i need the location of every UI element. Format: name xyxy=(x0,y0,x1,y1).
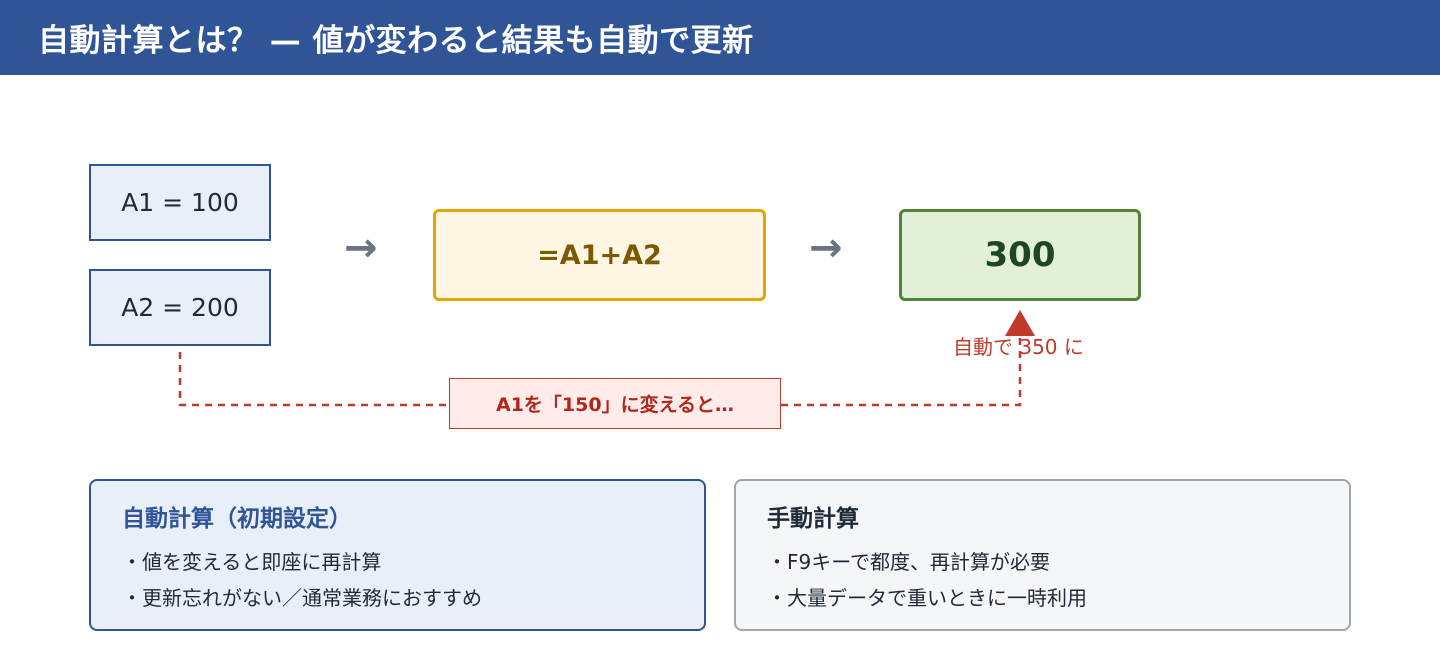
header-bar: 自動計算とは？ — 値が変わると結果も自動で更新 xyxy=(0,0,1440,75)
manual-calc-item: ・F9キーで都度、再計算が必要 xyxy=(767,550,1051,574)
right-arrow-icon: → xyxy=(344,225,378,271)
page-title: 自動計算とは？ — 値が変わると結果も自動で更新 xyxy=(38,23,754,59)
manual-calc-panel: 手動計算 ・F9キーで都度、再計算が必要 ・大量データで重いときに一時利用 xyxy=(734,479,1351,631)
right-arrow-icon: → xyxy=(809,225,843,271)
auto-update-label: 自動で 350 に xyxy=(953,335,1084,359)
manual-calc-title: 手動計算 xyxy=(767,506,859,532)
auto-calc-title: 自動計算（初期設定） xyxy=(122,506,352,532)
auto-calc-item: ・更新忘れがない／通常業務におすすめ xyxy=(122,586,482,610)
result-box: 300 xyxy=(899,209,1141,301)
cell-a2-box: A2 = 200 xyxy=(89,269,271,346)
formula-box: =A1+A2 xyxy=(433,209,766,301)
up-arrow-icon xyxy=(1005,310,1035,336)
dashed-connector-line xyxy=(781,338,1022,407)
dashed-connector-line xyxy=(178,352,449,407)
auto-calc-item: ・値を変えると即座に再計算 xyxy=(122,550,382,574)
manual-calc-item: ・大量データで重いときに一時利用 xyxy=(767,586,1087,610)
change-callout: A1を「150」に変えると… xyxy=(449,378,781,429)
cell-a1-box: A1 = 100 xyxy=(89,164,271,241)
auto-calc-panel: 自動計算（初期設定） ・値を変えると即座に再計算 ・更新忘れがない／通常業務にお… xyxy=(89,479,706,631)
